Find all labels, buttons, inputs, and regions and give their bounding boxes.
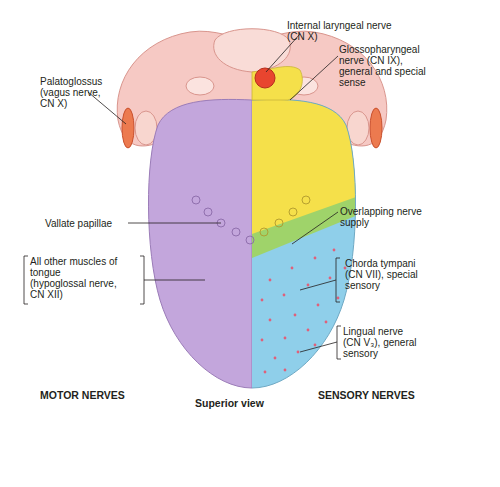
nerve-label: Overlapping nerve supply	[340, 206, 435, 228]
motor-half	[148, 99, 252, 388]
internal-laryngeal-area	[255, 68, 275, 88]
nerve-label: Internal laryngeal nerve (CN X)	[287, 20, 402, 42]
vallate-papillae	[260, 196, 310, 236]
palatoglossus-arch	[370, 108, 382, 148]
nerve-label: Chorda tympani (CN VII), special sensory	[345, 258, 435, 291]
nerve-label: Lingual nerve (CN V₃), general sensory	[343, 326, 419, 359]
leader-lines	[24, 34, 341, 359]
muscle-label: Palatoglossus (vagus nerve, CN X)	[40, 76, 110, 109]
root-region	[252, 67, 302, 100]
fold	[186, 77, 214, 95]
muscle-label: All other muscles of tongue (hypoglossal…	[30, 256, 118, 300]
section-heading: SENSORY NERVES	[318, 390, 468, 401]
view-caption: Superior view	[195, 398, 305, 409]
section-heading: MOTOR NERVES	[40, 390, 160, 401]
vallate-papillae	[192, 196, 254, 244]
structure-label: Vallate papillae	[45, 218, 155, 229]
palatoglossus-arch	[122, 108, 134, 148]
epiglottis	[214, 29, 291, 72]
nerve-label: Glossopharyngeal nerve (CN IX), general …	[339, 44, 427, 88]
